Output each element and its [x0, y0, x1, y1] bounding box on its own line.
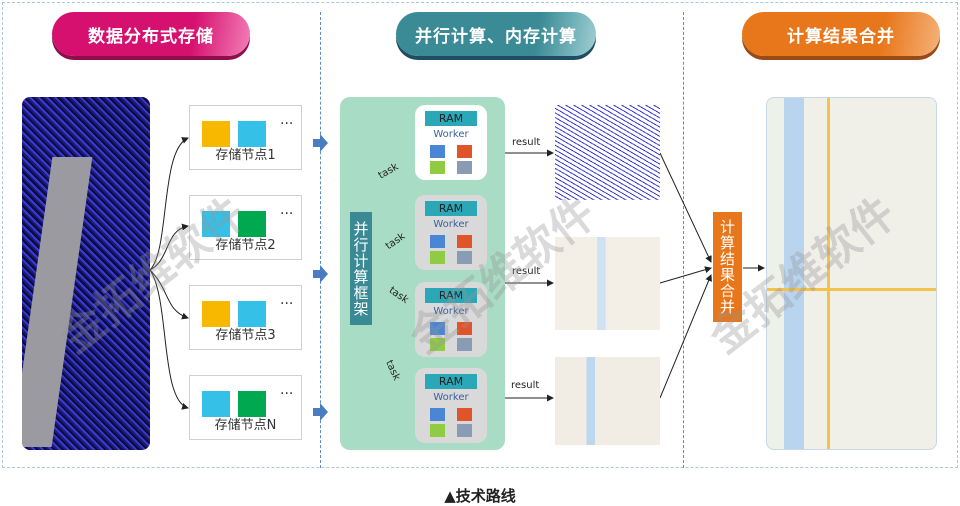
- task-block: [457, 251, 472, 264]
- storage-node-label: 存储节点1: [215, 148, 276, 163]
- worker-label: Worker: [433, 219, 469, 230]
- worker-node: RAM Worker: [415, 105, 487, 180]
- ram-label: RAM: [425, 201, 477, 216]
- data-block: [202, 121, 230, 147]
- worker-node: RAM Worker: [415, 368, 487, 443]
- worker-label: Worker: [433, 306, 469, 317]
- header-distributed-storage: 数据分布式存储: [52, 12, 250, 56]
- data-block: [238, 121, 266, 147]
- task-block: [430, 235, 445, 248]
- worker-label: Worker: [433, 129, 469, 140]
- task-block: [430, 408, 445, 421]
- task-block: [457, 338, 472, 351]
- more-ellipsis: ···: [280, 206, 294, 222]
- task-block: [430, 322, 445, 335]
- result-map-image: [555, 357, 660, 445]
- caption: ▲技术路线: [444, 487, 516, 505]
- more-ellipsis: ···: [280, 386, 294, 402]
- storage-node-label: 存储节点3: [215, 328, 276, 343]
- storage-node: ··· 存储节点1: [189, 105, 302, 170]
- worker-node: RAM Worker: [415, 195, 487, 270]
- task-block: [457, 424, 472, 437]
- data-block: [202, 301, 230, 327]
- header-result-merge: 计算结果合并: [742, 12, 940, 56]
- data-block: [238, 301, 266, 327]
- data-block: [238, 211, 266, 237]
- data-block: [238, 391, 266, 417]
- blue-arrow-icons: [313, 134, 328, 421]
- section-divider: [320, 12, 321, 468]
- header-parallel-compute: 并行计算、内存计算: [396, 12, 596, 56]
- task-block: [457, 145, 472, 158]
- data-block: [202, 391, 230, 417]
- result-map-image: [555, 105, 660, 200]
- diagram-frame: [2, 2, 958, 468]
- ram-label: RAM: [425, 288, 477, 303]
- task-block: [457, 235, 472, 248]
- storage-node-label: 存储节点2: [215, 238, 276, 253]
- worker-label: Worker: [433, 392, 469, 403]
- result-label: result: [512, 266, 541, 277]
- more-ellipsis: ···: [280, 296, 294, 312]
- storage-node-label: 存储节点N: [214, 418, 277, 433]
- task-block: [430, 145, 445, 158]
- task-block: [430, 161, 445, 174]
- ram-label: RAM: [425, 111, 477, 126]
- worker-node: RAM Worker: [415, 282, 487, 357]
- data-block: [202, 211, 230, 237]
- task-block: [457, 408, 472, 421]
- ram-label: RAM: [425, 374, 477, 389]
- task-block: [430, 338, 445, 351]
- storage-node: ··· 存储节点3: [189, 285, 302, 350]
- source-map-image: [22, 97, 150, 450]
- result-label: result: [512, 137, 541, 148]
- framework-label: 并行计算框架: [350, 212, 372, 325]
- storage-node: ··· 存储节点2: [189, 195, 302, 260]
- result-label: result: [511, 380, 540, 391]
- result-map-image: [555, 237, 660, 330]
- task-block: [457, 161, 472, 174]
- section-divider: [683, 12, 684, 468]
- task-block: [430, 424, 445, 437]
- task-block: [430, 251, 445, 264]
- merge-label: 计算结果合并: [713, 212, 742, 322]
- task-block: [457, 322, 472, 335]
- merged-map-image: [766, 97, 937, 450]
- more-ellipsis: ···: [280, 116, 294, 132]
- storage-node: ··· 存储节点N: [189, 375, 302, 440]
